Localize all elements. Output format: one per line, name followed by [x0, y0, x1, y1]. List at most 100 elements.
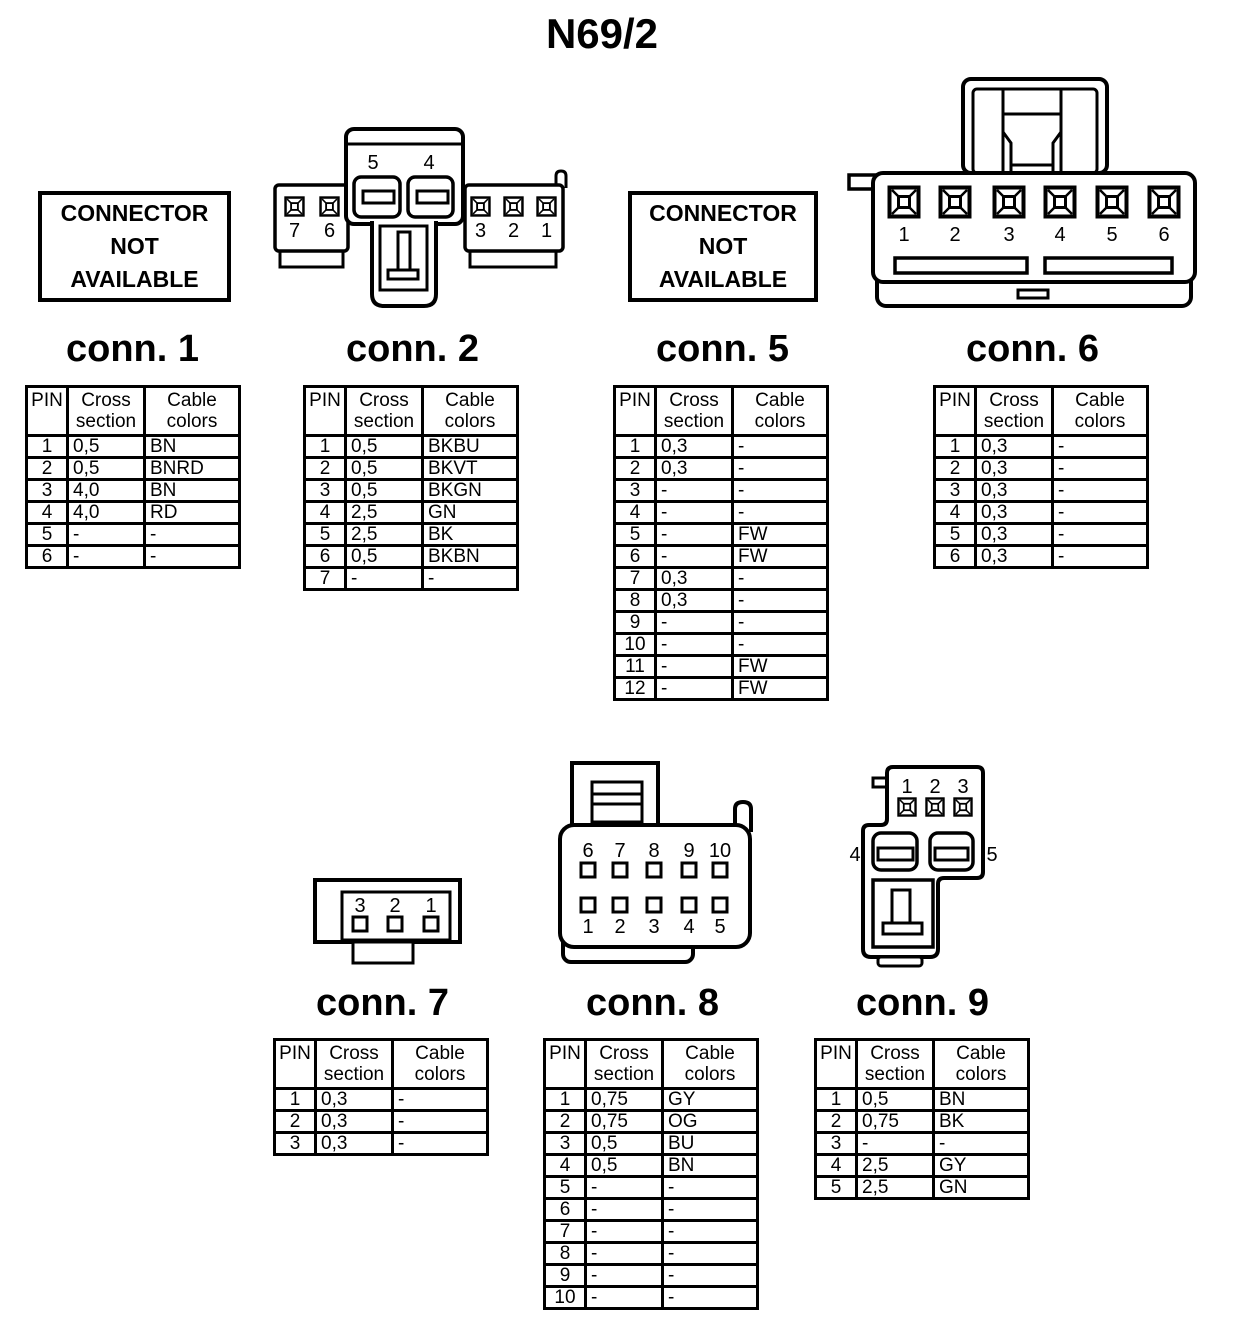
cable-colors-cell: - [731, 588, 829, 613]
not-available-line: AVAILABLE [658, 266, 788, 292]
pin-cell: 1 [25, 434, 69, 459]
pin-label: 9 [683, 840, 694, 862]
not-available-line: NOT [698, 233, 748, 259]
pin-label: 1 [425, 895, 436, 917]
header-line: Cable [1075, 390, 1125, 411]
pin-contact [579, 896, 597, 914]
table-row: 6-FW [613, 544, 829, 569]
cable-colors-cell: GY [932, 1153, 1030, 1178]
pin-label: 1 [541, 220, 552, 242]
pin-cell: 12 [613, 676, 657, 701]
pin-contact [470, 196, 491, 217]
header-line: colors [754, 411, 806, 432]
header-line: section [864, 1064, 926, 1085]
pin-contact [319, 196, 340, 217]
pin-cell: 1 [933, 434, 977, 459]
cable-colors-cell: FW [731, 654, 829, 679]
pin-label: 6 [324, 220, 335, 242]
header-line: Cross [599, 1043, 649, 1064]
pin-header: PIN [303, 385, 347, 437]
pin-label: 3 [648, 916, 659, 938]
cross-section-cell: 2,5 [344, 522, 424, 547]
key-shape [890, 888, 912, 925]
pin-cell: 2 [25, 456, 69, 481]
cable-colors-cell: - [661, 1219, 759, 1244]
cable-colors-cell: - [661, 1285, 759, 1310]
header-line: colors [166, 411, 218, 432]
pin-cell: 5 [25, 522, 69, 547]
cross-section-cell: 2,5 [855, 1175, 935, 1200]
table-row: 5-- [25, 522, 241, 547]
header-line: colors [684, 1064, 736, 1085]
pin-contact [953, 797, 973, 817]
cable-colors-cell: - [421, 566, 519, 591]
not-available-line: CONNECTOR [649, 200, 797, 226]
pin-cell: 6 [933, 544, 977, 569]
conn8-caption: conn. 8 [585, 982, 720, 1024]
cable-colors-cell: - [391, 1109, 489, 1134]
pin-label: 5 [367, 152, 378, 174]
header-line: Cable [685, 1043, 735, 1064]
not-available-line: CONNECTOR [60, 200, 209, 226]
cross-section-cell: 0,5 [344, 544, 424, 569]
pin-contact [680, 896, 698, 914]
key-shape [386, 268, 420, 281]
pin-label: 10 [709, 840, 731, 862]
header-line: colors [955, 1064, 1007, 1085]
pin-cell: 9 [543, 1263, 587, 1288]
cable-colors-cell: - [1051, 500, 1149, 525]
pin-cell: 10 [613, 632, 657, 657]
cable-colors-cell: FW [731, 544, 829, 569]
conn7-caption: conn. 7 [315, 982, 450, 1024]
cross-section-cell: - [66, 522, 146, 547]
pin-contact [645, 896, 663, 914]
pin-cell: 7 [303, 566, 347, 591]
cable-colors-cell: - [731, 456, 829, 481]
header-line: section [353, 411, 415, 432]
wing-lip [468, 249, 558, 269]
cross-section-cell: 0,3 [974, 500, 1054, 525]
key-shape [396, 230, 412, 272]
cross-section-cell: - [654, 522, 734, 547]
not-available-line: NOT [110, 233, 159, 259]
header-line: Cross [669, 390, 719, 411]
pin-contact [1043, 185, 1077, 219]
cross-section-cell: 0,3 [974, 456, 1054, 481]
cross-section-cell: 0,75 [584, 1087, 664, 1112]
pin-cell: 1 [303, 434, 347, 459]
table-row: 7-- [303, 566, 519, 591]
cross-section-cell: - [584, 1285, 664, 1310]
header-line: Cross [81, 390, 131, 411]
pin-label: 6 [582, 840, 593, 862]
pin-cell: 6 [25, 544, 69, 569]
cross-section-cell: - [584, 1241, 664, 1266]
pin-label: 1 [582, 916, 593, 938]
cable-colors-cell: - [143, 544, 241, 569]
pin-label: 2 [929, 776, 940, 798]
pin-cell: 3 [273, 1131, 317, 1156]
cross-section-cell: - [584, 1219, 664, 1244]
cable-colors-cell: BK [932, 1109, 1030, 1134]
cable-colors-cell: BKGN [421, 478, 519, 503]
header-line: colors [444, 411, 496, 432]
pin-cell: 6 [543, 1197, 587, 1222]
pin-label: 2 [949, 224, 960, 246]
cross-section-cell: - [654, 610, 734, 635]
pin-cell: 1 [543, 1087, 587, 1112]
